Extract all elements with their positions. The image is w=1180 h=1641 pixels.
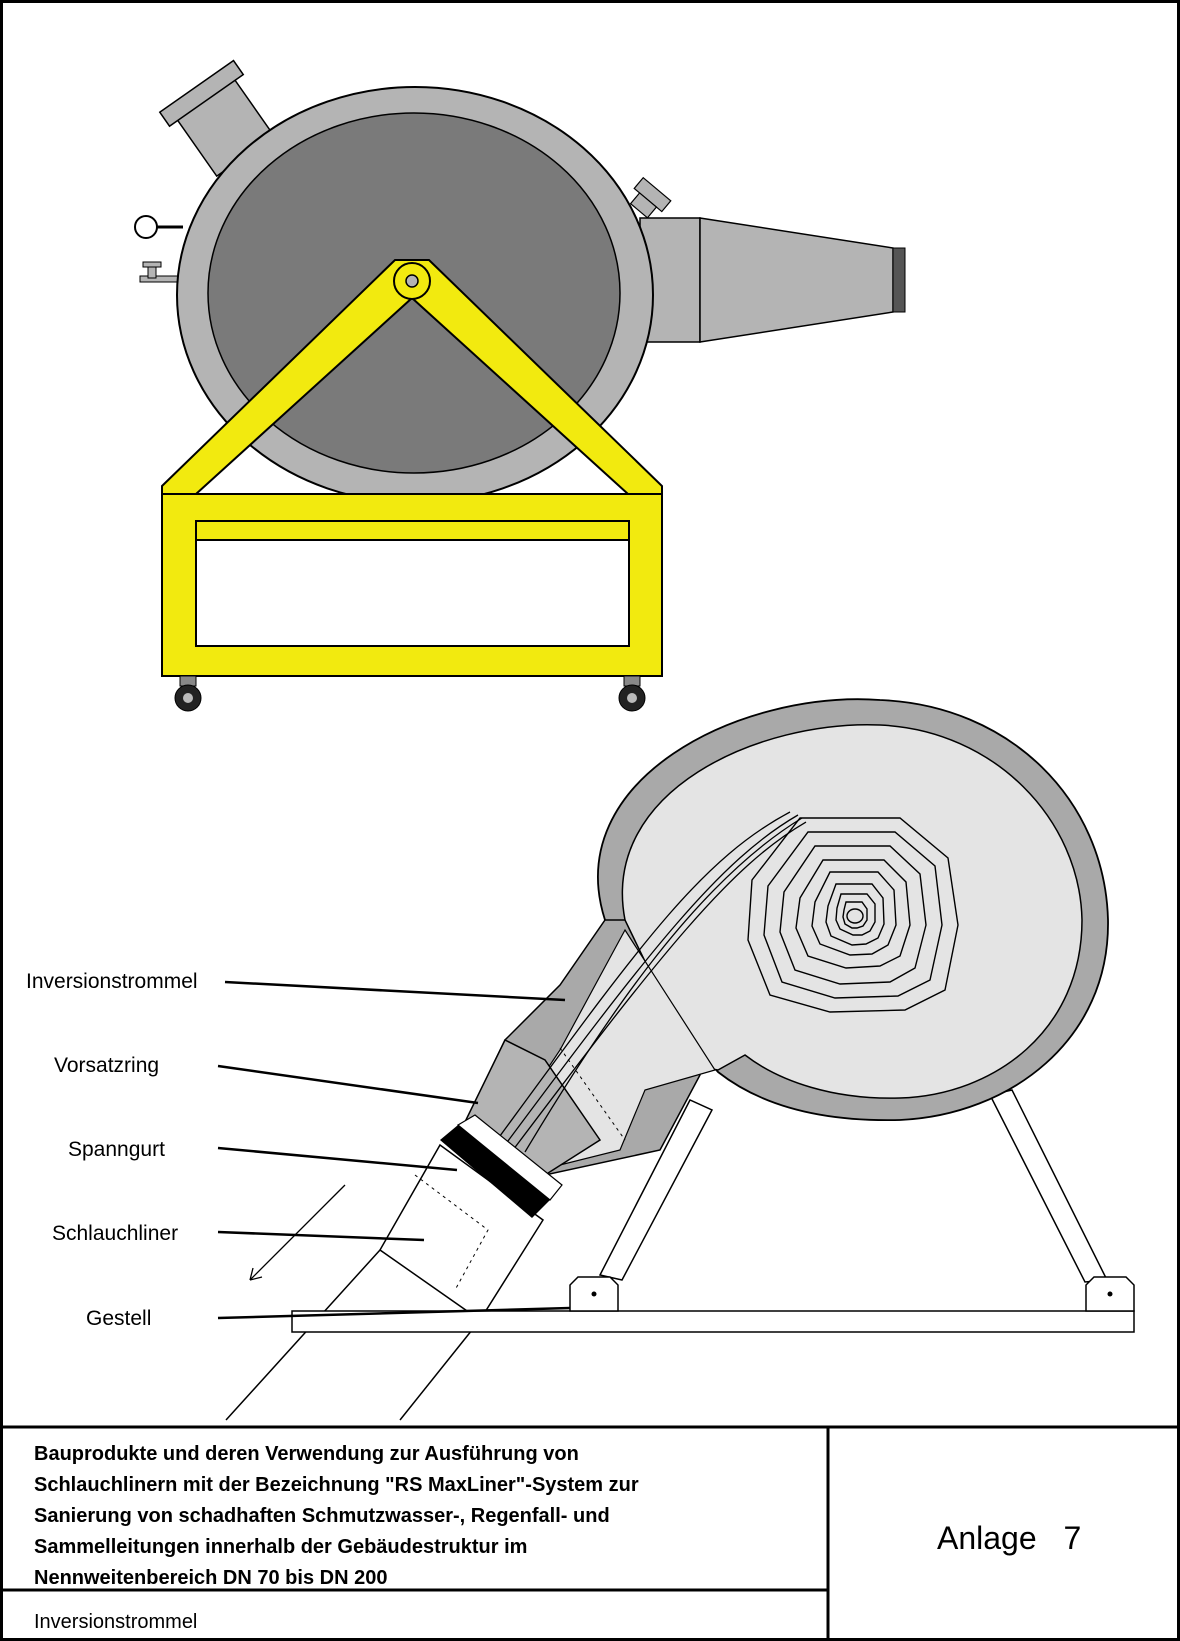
liner-tube bbox=[225, 1143, 545, 1421]
cart-base-frame bbox=[161, 493, 663, 677]
drum-body-inner bbox=[621, 724, 1083, 1099]
annex-digit: 7 bbox=[1063, 1520, 1082, 1556]
title-line: Bauprodukte und deren Verwendung zur Aus… bbox=[34, 1443, 579, 1465]
title-line: Sanierung von schadhaften Schmutzwasser-… bbox=[34, 1505, 610, 1527]
stand-leg-left bbox=[598, 1099, 714, 1281]
title-line: Schlauchlinern mit der Bezeichnung "RS M… bbox=[34, 1474, 639, 1496]
drawing-subtitle: Inversionstrommel bbox=[34, 1611, 198, 1633]
title-line: Nennweitenbereich DN 70 bis DN 200 bbox=[34, 1567, 388, 1589]
annex-word: Anlage bbox=[937, 1520, 1037, 1556]
liner-coil bbox=[747, 817, 959, 1013]
liner-strands bbox=[496, 811, 807, 1153]
mount-bracket-right bbox=[1085, 1276, 1135, 1312]
leader-lines bbox=[217, 980, 571, 1320]
label-spanngurt: Spanngurt bbox=[68, 1138, 165, 1161]
spanngurt-strap bbox=[440, 1125, 550, 1218]
pressure-gauge-icon bbox=[134, 215, 158, 239]
mount-bracket-left bbox=[569, 1276, 619, 1312]
outlet-cap bbox=[892, 247, 906, 313]
outlet-cone bbox=[699, 217, 894, 343]
caster-wheel-right bbox=[618, 675, 646, 712]
gestell-base bbox=[291, 1310, 1135, 1333]
stand-leg-right bbox=[988, 1089, 1109, 1283]
label-schlauchliner: Schlauchliner bbox=[52, 1222, 179, 1245]
label-gestell: Gestell bbox=[86, 1307, 152, 1330]
drum-side-view bbox=[134, 59, 906, 712]
title-block: Bauprodukte und deren Verwendung zur Aus… bbox=[34, 1439, 814, 1594]
title-line: Sammelleitungen innerhalb der Gebäudestr… bbox=[34, 1536, 528, 1558]
label-inversionstrommel: Inversionstrommel bbox=[26, 970, 198, 993]
drum-tilted-view bbox=[225, 698, 1135, 1421]
direction-arrow-icon bbox=[249, 1184, 346, 1281]
top-right-fitting bbox=[629, 176, 672, 219]
title-block-frame bbox=[0, 1425, 1180, 1641]
label-vorsatzring: Vorsatzring bbox=[54, 1054, 160, 1077]
caster-wheel-left bbox=[174, 675, 202, 712]
annex-number: Anlage 7 bbox=[937, 1520, 1081, 1557]
